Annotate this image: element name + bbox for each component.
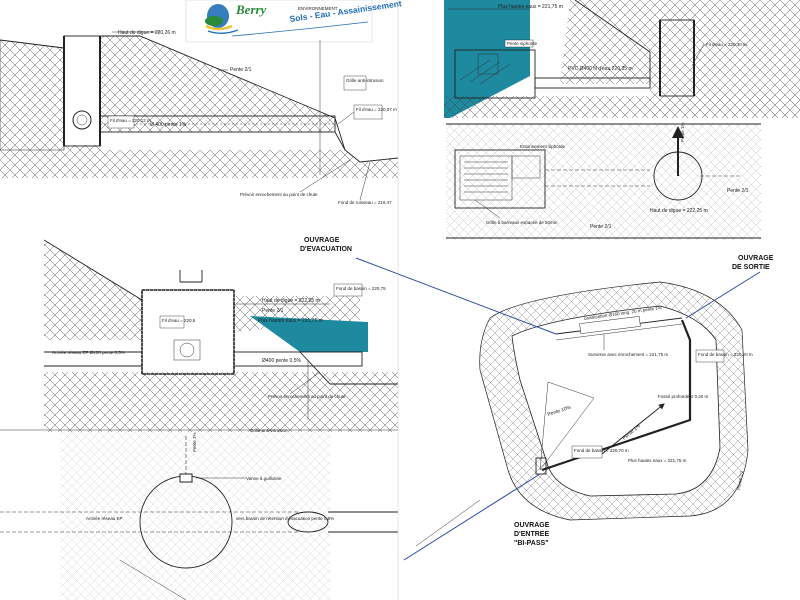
label-pente-right: Pente 2/1 xyxy=(727,188,749,194)
company-logo: Berry ENVIRONNEMENT Sols - Eau - Assaini… xyxy=(185,0,402,43)
label-haut-digue-plan: Haut de digue = 222,25 m xyxy=(650,208,708,214)
label-arrivee-ep: Arrivée réseau EP xyxy=(86,516,123,521)
label-plus-hautes-eaux-mid: Plus hautes eaux = 221,75 m xyxy=(258,318,323,324)
label-arrivee: Arrivée réseau EP Ø400 pente 0,5% xyxy=(52,350,125,355)
label-fil-eau-left: Fil d'eau = 220,12 m xyxy=(110,118,151,123)
section-outlet-top-left: Haut de digue = 220,26 m Pente 2/1 Grill… xyxy=(0,30,399,205)
logo-small-text: ENVIRONNEMENT xyxy=(298,6,338,11)
water-drop-icon xyxy=(205,4,239,34)
label-enrochement-mid: Prévoir enrochement au point de chute xyxy=(268,394,346,399)
label-fil-eau-right: Fil d'eau = 220,07 m xyxy=(356,107,397,112)
label-enrochement: Prévoir enrochement au point de chute xyxy=(240,192,318,197)
plan-inlet-top-right: Entonnement siphoïde Grille à barreaux e… xyxy=(446,122,761,240)
label-pvc: PVC Ø400 fil d'eau 220,35 m xyxy=(568,66,633,72)
label-pente: Pente 2/1 xyxy=(230,67,252,73)
label-fond-bassin-right: Fond de bassin = 220,20 m xyxy=(698,352,753,357)
section-outlet-middle: Haut de digue = 222,25 m Fond de bassin … xyxy=(43,239,398,433)
label-surverse: Surverse avec enrochement = 221,75 m xyxy=(588,352,668,357)
label-fil-eau: Fil d'eau = 220,30 m xyxy=(706,42,747,47)
label-haut-digue-mid: Haut de digue = 222,25 m xyxy=(262,298,320,304)
callout-entree-3: "BI-PASS" xyxy=(514,540,549,547)
label-vers-bassin: vers bassin de rétention d'évacuation pe… xyxy=(236,516,334,521)
label-pipe-pente: Ø 400 pente 1% xyxy=(150,122,187,128)
plan-outlet-bottom: Vanne à guillotine Arrivée réseau EP ver… xyxy=(0,432,398,600)
callout-sortie-2: DE SORTIE xyxy=(732,264,770,271)
label-pente-siphoide: Pente siphoïde xyxy=(507,41,538,46)
label-fond-bassin-bottom: Fond de bassin = 220,70 m xyxy=(574,448,629,453)
label-grille: Grille anti-intrusion xyxy=(346,78,384,83)
label-pente-bottom: Pente 2/1 xyxy=(590,224,612,230)
callout-evacuation-2: D'EVACUATION xyxy=(300,246,352,253)
label-entonnement: Entonnement siphoïde xyxy=(520,144,566,149)
label-fond-bassin-mid: Fond de bassin = 220,75 xyxy=(336,286,386,291)
label-pipe-mid: Ø400 pente 0,5% xyxy=(262,358,301,364)
label-grille-mid: Grille anti-intrusion xyxy=(250,428,288,433)
callout-evacuation-1: OUVRAGE xyxy=(304,237,340,244)
label-fond-ruisseau: Fond de ruisseau = 219,47 xyxy=(338,200,392,205)
basin-plan: OUVRAGE D'EVACUATION OUVRAGE DE SORTIE O… xyxy=(300,237,774,561)
callout-sortie-1: OUVRAGE xyxy=(738,255,774,262)
label-pente-pct: Pente 1% xyxy=(680,122,685,142)
label-plus-hautes-eaux-basin: Plus hautes eaux = 221,75 m xyxy=(628,458,687,463)
label-fil-eau-mid: Fil d'eau = 220,5 xyxy=(162,318,196,323)
logo-brand: Berry xyxy=(235,2,267,17)
label-pente-2-1: Pente 2/1 xyxy=(736,470,744,490)
label-fosse: Fossé profondeur 0,20 m xyxy=(658,394,709,399)
label-grille-barreaux: Grille à barreaux espacée de 50mm xyxy=(486,220,558,225)
section-inlet-top-right: Plus hautes eaux = 221,75 m Pente siphoï… xyxy=(444,0,800,118)
callout-entree-1: OUVRAGE xyxy=(514,522,550,529)
callout-entree-2: D'ENTREE xyxy=(514,531,549,538)
label-plus-hautes-eaux: Plus hautes eaux = 221,75 m xyxy=(498,4,563,10)
label-haut-digue: Haut de digue = 220,26 m xyxy=(118,30,176,36)
label-pente-pct-bottom: Pente 1% xyxy=(192,432,197,452)
label-vanne: Vanne à guillotine xyxy=(246,476,282,481)
label-pente-mid: Pente 2/1 xyxy=(262,308,284,314)
